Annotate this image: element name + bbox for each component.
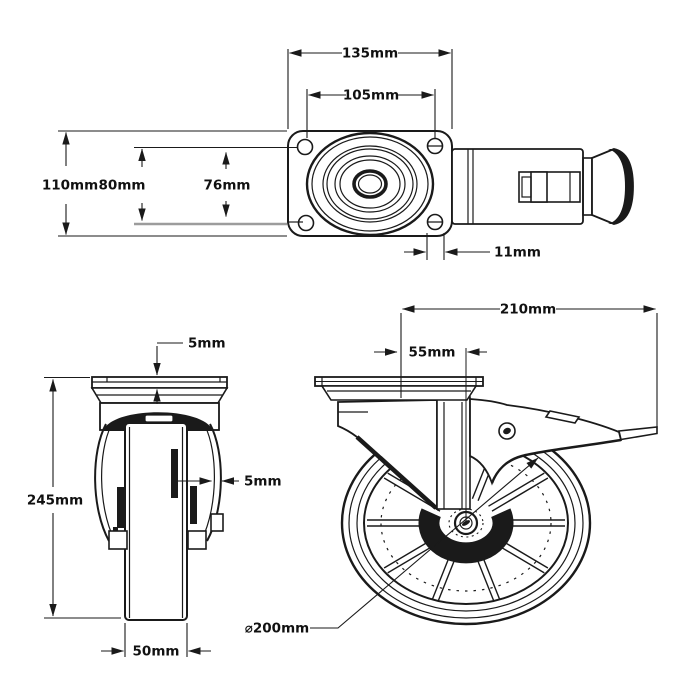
side-view: 210mm 55mm ⌀200mm [245,302,658,637]
dim-fork-thickness: 5mm [177,474,282,490]
dim-overall-length: 210mm [400,302,658,429]
dim-plate-thickness: 5mm [153,336,226,404]
dim-plate-width-label: 135mm [342,46,398,62]
dim-bolt-spacing-height: 80mm [99,146,303,226]
dim-inner-spacing: 76mm [204,152,251,217]
dim-swivel-offset-label: 55mm [409,345,456,361]
dim-inner-spacing-label: 76mm [204,178,251,194]
brake-housing-top [451,148,593,225]
dim-overall-height: 245mm [27,376,121,619]
dim-swivel-offset: 55mm [374,345,487,521]
brake-lever [618,426,658,441]
dim-wheel-width: 50mm [101,623,211,660]
dim-plate-height: 110mm [42,130,287,237]
dim-bolt-spacing-height-label: 80mm [99,178,146,194]
dim-overall-height-label: 245mm [27,493,83,509]
dim-wheel-width-label: 50mm [133,644,180,660]
side-fork [337,396,658,512]
dim-plate-thickness-label: 5mm [188,336,226,352]
dim-fork-thickness-label: 5mm [244,474,282,490]
wheel-top-profile [591,148,634,225]
hub-shadow-crescent [418,508,514,564]
dim-bolt-hole-diameter-label: 11mm [494,245,541,261]
dim-bolt-spacing-width-label: 105mm [343,88,399,104]
top-view: 135mm 105mm 110mm 80mm 76mm [42,46,634,261]
brake-release-tab [544,410,581,424]
front-fork-legs [108,449,224,550]
swivel-bearing-rings [305,131,435,237]
dim-bolt-hole-diameter: 11mm [404,233,541,261]
dim-wheel-diameter: ⌀200mm [245,457,539,637]
dim-plate-width: 135mm [287,46,453,129]
dim-wheel-diameter-label: ⌀200mm [245,621,309,637]
side-plate [314,376,484,401]
dim-plate-height-label: 110mm [42,178,98,194]
dim-overall-length-label: 210mm [500,302,556,318]
dim-bolt-spacing-width: 105mm [306,88,436,138]
front-view: 5mm 245mm 5mm 50mm [27,336,282,660]
